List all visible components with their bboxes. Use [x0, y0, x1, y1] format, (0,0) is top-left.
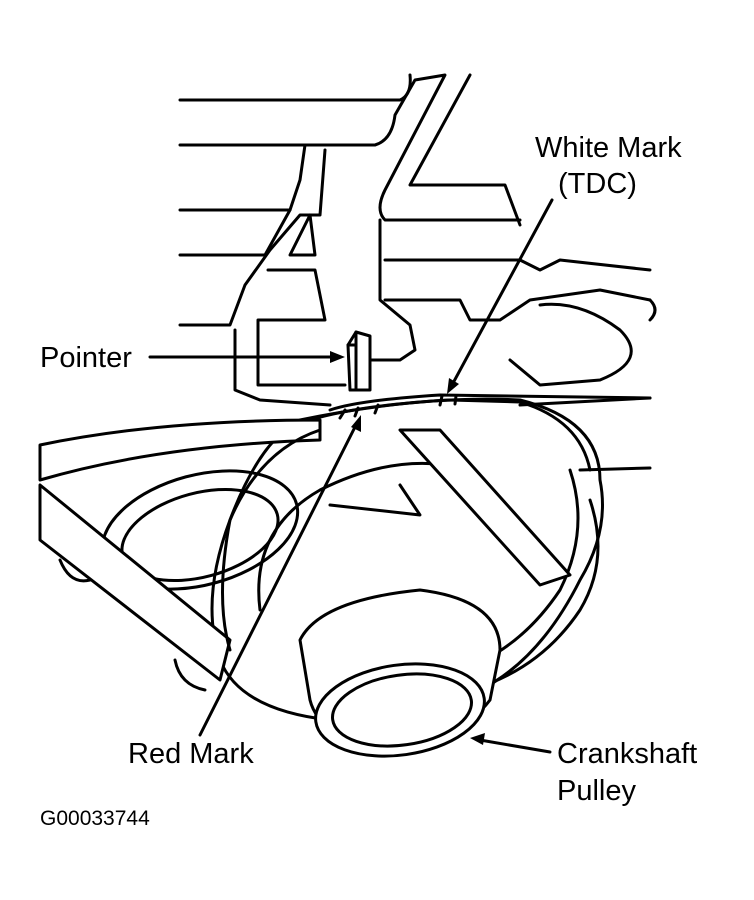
red-mark-leader: [198, 423, 358, 737]
label-pulley: Pulley: [557, 775, 636, 807]
block-cover: [508, 302, 633, 387]
crankshaft-pulley: [58, 393, 652, 758]
belt-left: [38, 483, 232, 682]
leader-lines: [148, 198, 554, 754]
belt-inner-arrow: [328, 483, 422, 517]
label-tdc: (TDC): [558, 168, 637, 200]
label-pointer: Pointer: [40, 342, 132, 374]
crankshaft-leader: [478, 738, 552, 754]
figure-id: G00033744: [40, 807, 150, 830]
red-mark-arrowhead: [351, 415, 361, 432]
pointer-tab: [346, 330, 372, 392]
block-edge-mid: [178, 143, 307, 212]
white-mark-arrowhead: [447, 378, 459, 394]
belt-wrap: [221, 428, 322, 652]
block-hole: [288, 213, 317, 257]
label-crankshaft: Crankshaft: [557, 738, 697, 770]
pulley-rim-edge: [518, 396, 652, 407]
block-rib: [408, 73, 522, 227]
block-leg: [233, 328, 332, 407]
belt-right: [398, 428, 572, 587]
pulley-groove-3: [257, 461, 472, 612]
pulley-bolt-boss: [331, 672, 473, 748]
drive-belt: [38, 418, 572, 682]
block-edge-top: [178, 73, 412, 102]
engine-block: [178, 73, 657, 407]
white-mark-leader: [450, 198, 554, 387]
label-red-mark: Red Mark: [128, 738, 254, 770]
block-web: [178, 148, 327, 327]
pulley-lower-edge: [58, 558, 207, 692]
block-cutout: [256, 268, 347, 387]
crankshaft-arrowhead: [470, 733, 485, 745]
block-edge-mid2: [178, 208, 292, 257]
block-corner: [648, 298, 657, 322]
timing-scale-marks: [338, 394, 458, 420]
block-edge-upper: [178, 73, 522, 222]
label-white-mark: White Mark: [535, 132, 682, 164]
block-flange: [383, 258, 652, 272]
timing-scale-line: [328, 393, 652, 412]
pulley-groove-1: [468, 498, 600, 692]
block-lower-edge: [383, 288, 652, 322]
pulley-groove-edge: [578, 466, 652, 472]
pointer-arrowhead: [330, 351, 345, 363]
belt-upper: [38, 418, 322, 482]
block-boss: [368, 218, 417, 362]
